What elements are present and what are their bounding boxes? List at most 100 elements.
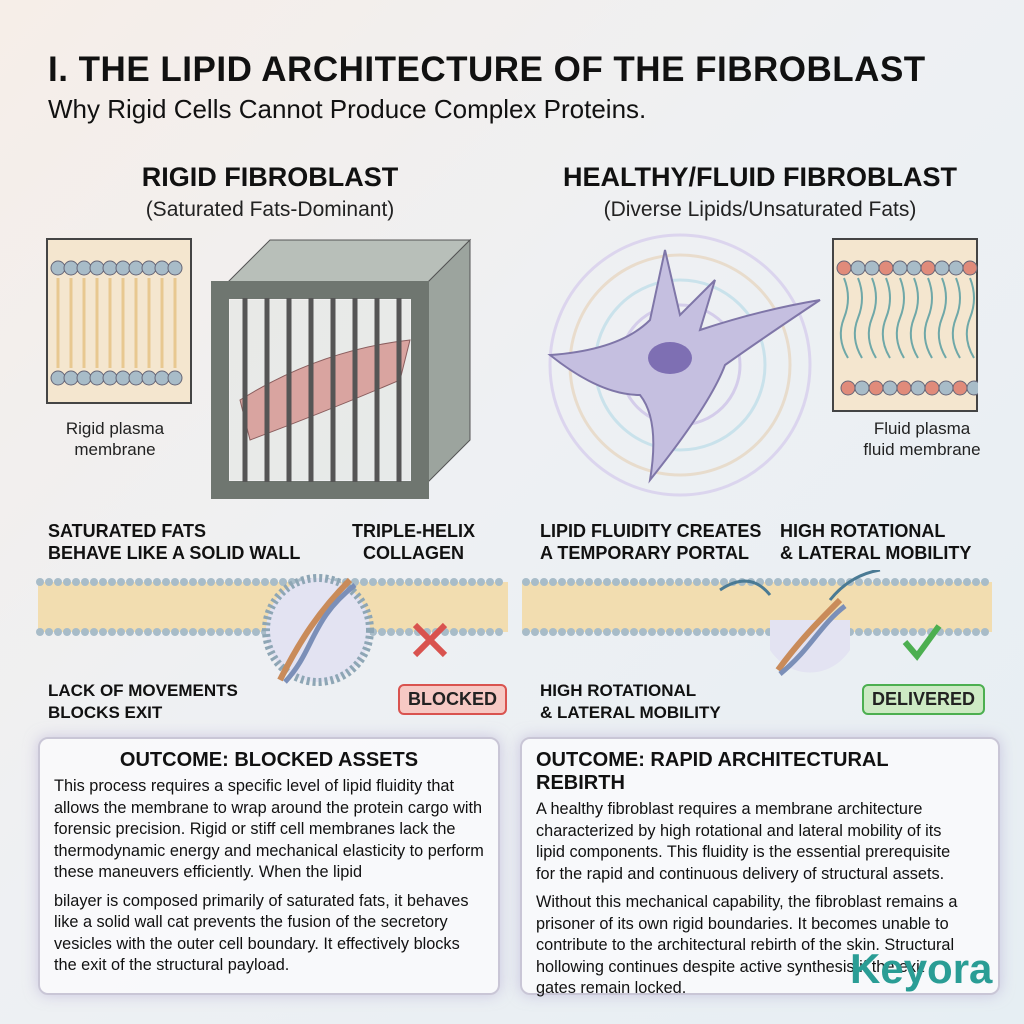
lipid-head bbox=[648, 628, 656, 636]
lipid-head bbox=[225, 578, 233, 586]
lipid-head bbox=[126, 578, 134, 586]
lipid-head bbox=[72, 578, 80, 586]
lipid-head bbox=[243, 628, 251, 636]
lipid-head bbox=[153, 628, 161, 636]
check-icon bbox=[902, 624, 942, 661]
collagen-helix bbox=[277, 577, 353, 682]
lipid-tail bbox=[867, 277, 877, 359]
lipid-head bbox=[909, 578, 917, 586]
lipid-head bbox=[369, 578, 377, 586]
lipid-head bbox=[906, 260, 922, 276]
lipid-head bbox=[63, 260, 79, 276]
lipid-head bbox=[189, 628, 197, 636]
lipid-head bbox=[252, 628, 260, 636]
lipid-head bbox=[558, 628, 566, 636]
lipid-head bbox=[756, 628, 764, 636]
lipid-head bbox=[948, 260, 964, 276]
label-line: & LATERAL MOBILITY bbox=[780, 543, 972, 563]
lipid-head bbox=[873, 628, 881, 636]
label-line: A TEMPORARY PORTAL bbox=[540, 543, 750, 563]
lipid-head bbox=[666, 578, 674, 586]
delivered-badge: DELIVERED bbox=[862, 684, 986, 715]
lipid-head bbox=[128, 370, 144, 386]
lipid-head bbox=[612, 628, 620, 636]
lipid-head bbox=[840, 380, 856, 396]
rigid-subheading: (Saturated Fats-Dominant) bbox=[145, 198, 395, 221]
lipid-head bbox=[540, 578, 548, 586]
lipid-head bbox=[108, 628, 116, 636]
lipid-head bbox=[135, 628, 143, 636]
lipid-head bbox=[747, 628, 755, 636]
lipid-head bbox=[938, 380, 954, 396]
lipid-head bbox=[128, 260, 144, 276]
label-mobility-bottom: HIGH ROTATIONAL& LATERAL MOBILITY bbox=[540, 680, 721, 724]
fluid-heading: HEALTHY/FLUID FIBROBLAST bbox=[563, 162, 957, 192]
lipid-head bbox=[387, 578, 395, 586]
lipid-head bbox=[630, 578, 638, 586]
lipid-head bbox=[910, 380, 926, 396]
lipid-head bbox=[108, 578, 116, 586]
caption-line: Rigid plasma bbox=[65, 419, 165, 438]
lipid-head bbox=[576, 628, 584, 636]
lipid-head bbox=[360, 578, 368, 586]
lipid-head bbox=[954, 578, 962, 586]
lipid-head bbox=[882, 380, 898, 396]
lipid-head bbox=[423, 578, 431, 586]
lipid-head bbox=[621, 628, 629, 636]
lipid-head bbox=[144, 578, 152, 586]
lipid-head bbox=[684, 578, 692, 586]
lipid-head bbox=[936, 578, 944, 586]
lipid-head bbox=[135, 578, 143, 586]
lipid-head bbox=[243, 578, 251, 586]
lipid-head bbox=[378, 628, 386, 636]
label-line: & LATERAL MOBILITY bbox=[540, 703, 721, 722]
lipid-head bbox=[702, 628, 710, 636]
lipid-head bbox=[963, 628, 971, 636]
lipid-head bbox=[963, 578, 971, 586]
lipid-head bbox=[801, 578, 809, 586]
lipid-head bbox=[76, 260, 92, 276]
lipid-head bbox=[934, 260, 950, 276]
outcome-paragraph: A healthy fibroblast requires a membrane… bbox=[536, 800, 951, 883]
lipid-head bbox=[693, 578, 701, 586]
lipid-head bbox=[45, 628, 53, 636]
lipid-tail bbox=[923, 277, 933, 359]
lipid-head bbox=[216, 578, 224, 586]
lipid-head bbox=[666, 628, 674, 636]
lipid-head bbox=[639, 628, 647, 636]
lipid-head bbox=[648, 578, 656, 586]
outcome-paragraph: Without this mechanical capability, the … bbox=[536, 893, 958, 997]
lipid-head bbox=[900, 578, 908, 586]
lipid-head bbox=[945, 578, 953, 586]
lipid-head bbox=[90, 578, 98, 586]
lipid-head bbox=[198, 628, 206, 636]
label-line: LACK OF MOVEMENTS bbox=[48, 681, 238, 700]
lipid-head bbox=[414, 578, 422, 586]
lipid-head bbox=[36, 628, 44, 636]
outcome-paragraph: This process requires a specific level o… bbox=[54, 777, 484, 881]
lipid-head bbox=[720, 578, 728, 586]
lipid-head bbox=[162, 628, 170, 636]
lipid-head bbox=[738, 628, 746, 636]
lipid-head bbox=[675, 628, 683, 636]
lipid-head bbox=[261, 578, 269, 586]
lipid-head bbox=[854, 380, 870, 396]
lipid-head bbox=[837, 578, 845, 586]
lipid-head bbox=[50, 260, 66, 276]
lipid-head bbox=[477, 578, 485, 586]
lipid-tail bbox=[853, 277, 863, 359]
lipid-head bbox=[927, 578, 935, 586]
lipid-head bbox=[540, 628, 548, 636]
lipid-head bbox=[167, 370, 183, 386]
lipid-head bbox=[918, 578, 926, 586]
label-line: LIPID FLUIDITY CREATES bbox=[540, 521, 762, 541]
lipid-head bbox=[81, 578, 89, 586]
lipid-head bbox=[639, 578, 647, 586]
rigid-heading: RIGID FIBROBLAST bbox=[141, 162, 399, 192]
lipid-head bbox=[558, 578, 566, 586]
outcome-rebirth-box: OUTCOME: RAPID ARCHITECTURAL REBIRTH A h… bbox=[520, 737, 1000, 997]
lipid-head bbox=[102, 370, 118, 386]
lipid-head bbox=[54, 628, 62, 636]
